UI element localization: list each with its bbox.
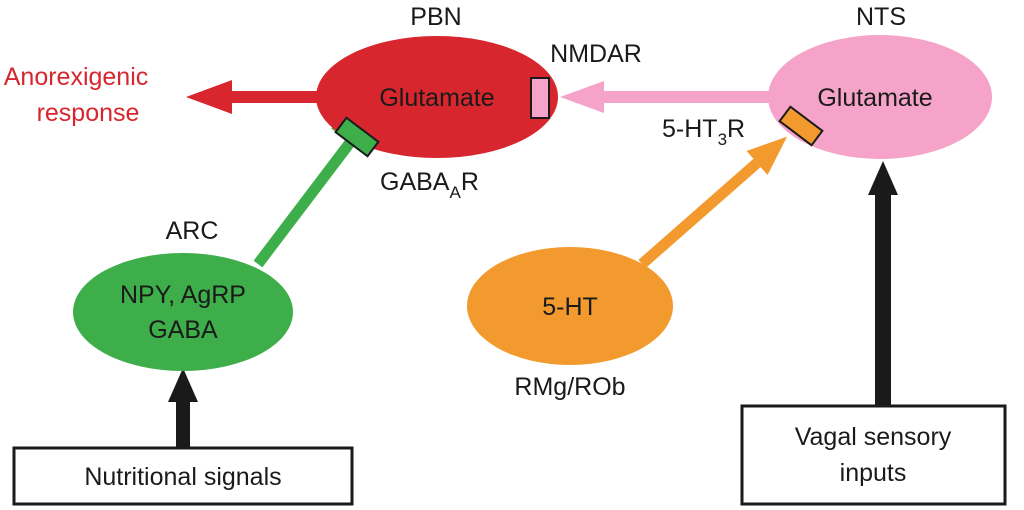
arc-node: NPY, AgRP GABA xyxy=(73,253,293,371)
gaba-a-receptor xyxy=(334,116,380,158)
arc-content-line2: GABA xyxy=(148,316,218,344)
raphe-content: 5-HT xyxy=(542,293,598,321)
nutritional-signals-box: Nutritional signals xyxy=(12,446,354,506)
raphe-ellipse xyxy=(467,247,673,365)
vagal-inputs-line2: inputs xyxy=(840,459,907,487)
arc-inhibitory-connector xyxy=(253,136,357,268)
ht3-receptor xyxy=(778,105,824,147)
nutritional-signals-label: Nutritional signals xyxy=(84,463,281,491)
nmdar-receptor xyxy=(530,77,550,119)
anorexigenic-response-line2: response xyxy=(37,99,140,127)
nts-node: Glutamate xyxy=(768,35,992,159)
pbn-ellipse xyxy=(316,36,558,158)
pbn-content: Glutamate xyxy=(379,84,494,112)
nts-region-label: NTS xyxy=(856,3,906,31)
arc-region-label: ARC xyxy=(166,217,219,245)
nutritional-signals-frame xyxy=(12,446,354,506)
pbn-node: Glutamate xyxy=(316,36,558,158)
arc-content-line1: NPY, AgRP xyxy=(120,281,246,309)
vagal-inputs-frame xyxy=(740,404,1007,506)
raphe-region-label: RMg/ROb xyxy=(514,373,625,401)
pbn-region-label: PBN xyxy=(410,3,461,31)
nts-ellipse xyxy=(768,35,992,159)
vagal-inputs-line1: Vagal sensory xyxy=(795,423,952,451)
anorexigenic-response-line1: Anorexigenic xyxy=(4,63,149,91)
nts-content: Glutamate xyxy=(817,84,932,112)
nmdar-label: NMDAR xyxy=(550,40,642,68)
ht3-receptor-label: 5-HT3R xyxy=(662,115,745,149)
serotonin-to-nts-arrow xyxy=(638,136,788,269)
vagal-inputs-box: Vagal sensory inputs xyxy=(740,404,1007,506)
arc-ellipse xyxy=(73,253,293,371)
gaba-a-receptor-label: GABAAR xyxy=(380,168,479,202)
raphe-node: 5-HT xyxy=(467,247,673,365)
